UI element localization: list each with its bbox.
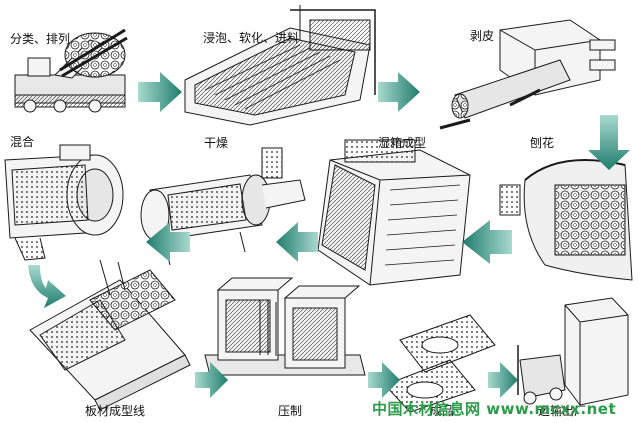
arrow-4-to-5	[462, 220, 512, 264]
arrow-10-to-11	[488, 362, 518, 398]
step-label-shipping: 运输出厂	[538, 404, 587, 418]
step-label-chipping: 刨花	[530, 136, 555, 150]
step-label-pressing: 压制	[278, 404, 303, 418]
arrow-8-to-9	[195, 362, 228, 398]
process-flow-arrows	[28, 72, 630, 398]
mixer-illustration	[4, 144, 124, 261]
finished-boards-illustration	[384, 314, 496, 413]
forklift-shipping-illustration	[517, 297, 629, 406]
step-label-wet-forming: 湿箱成型	[378, 136, 427, 150]
step-label-drying: 干燥	[204, 136, 229, 150]
arrow-9-to-10	[368, 362, 400, 398]
debarker-illustration	[439, 19, 616, 130]
arrow-1-to-2	[138, 72, 182, 112]
forming-line-illustration	[29, 259, 191, 411]
soaking-conveyor-illustration	[184, 5, 376, 126]
sorting-machine-illustration	[14, 28, 128, 113]
dryer-illustration	[140, 147, 306, 266]
step-label-forming-line: 板材成型线	[85, 404, 146, 418]
site-watermark: 中国木材信息网 www.mcxx.net	[372, 400, 617, 418]
step-label-debarking: 剥皮	[470, 29, 495, 43]
arrow-6-to-7	[146, 222, 190, 262]
arrow-2-to-3	[378, 72, 420, 112]
arrow-7-to-8	[28, 265, 66, 308]
arrow-3-to-4	[588, 115, 630, 170]
step-label-mixing: 混合	[10, 135, 35, 149]
step-label-soaking: 浸泡、软化、进料	[203, 31, 300, 45]
press-illustration	[204, 277, 366, 376]
arrow-5-to-6	[276, 222, 318, 262]
chipper-illustration	[499, 159, 633, 281]
step-label-sorting: 分类、排列	[10, 32, 71, 46]
step-label-finished: 成品	[430, 404, 455, 418]
wet-box-forming-illustration	[317, 139, 471, 286]
